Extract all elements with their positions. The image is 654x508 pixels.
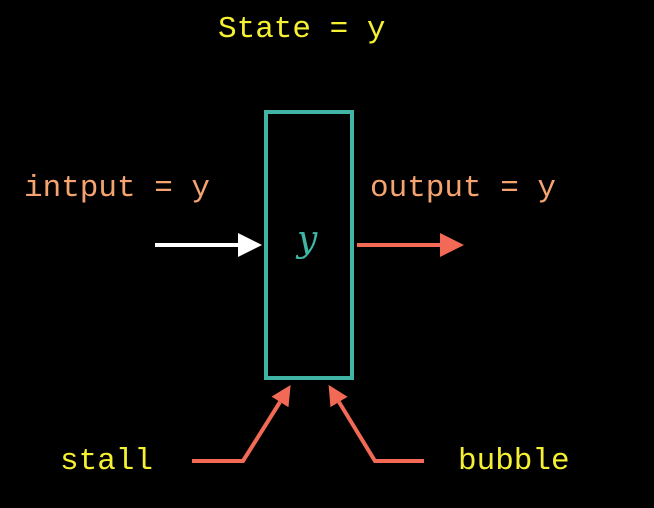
bubble-arrow — [328, 384, 424, 463]
register-value: y — [297, 219, 318, 260]
output-label: output = y — [370, 171, 557, 206]
bubble-label: bubble — [458, 444, 570, 479]
input-label: intput = y — [24, 171, 211, 206]
state-title: State = y — [218, 12, 386, 47]
stall-arrow — [192, 385, 291, 463]
register-box — [264, 110, 354, 380]
stall-label: stall — [60, 444, 154, 479]
